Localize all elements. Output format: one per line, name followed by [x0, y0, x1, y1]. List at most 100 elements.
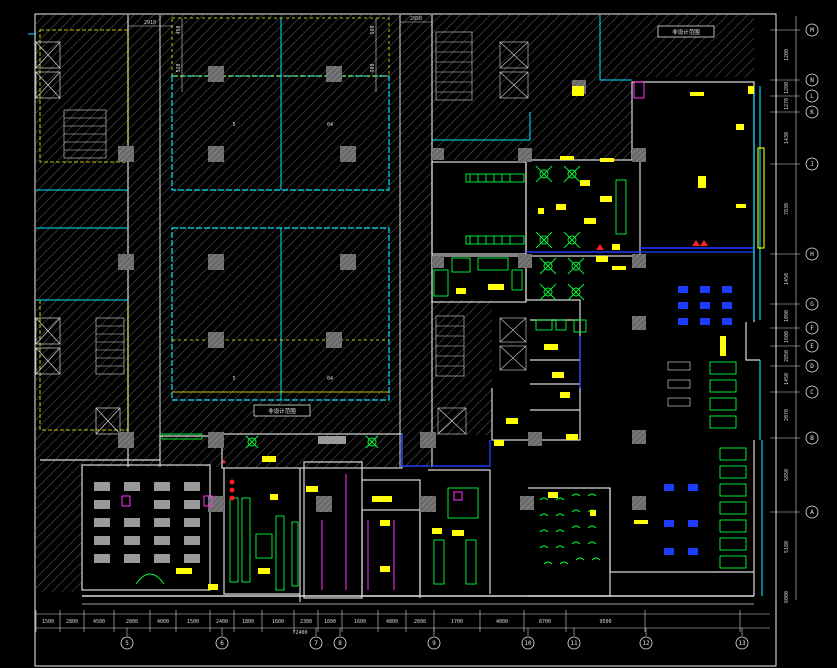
bottom-dim-12: 1600 — [354, 619, 366, 625]
bottom-dim-14: 2600 — [414, 619, 426, 625]
right-dim-6: 1450 — [784, 273, 790, 285]
total-length-dim: 72400 — [292, 630, 307, 636]
room-no-2: 04 — [327, 122, 333, 128]
structure-columns — [118, 66, 646, 512]
axis-bubble-8: 8 — [333, 636, 347, 650]
desk-blocks — [94, 436, 346, 563]
label-top-right: 非设计范围 — [657, 25, 715, 38]
axis-bubble-label-G: G — [810, 301, 814, 308]
axis-bubble-label-A: A — [810, 509, 814, 516]
axis-bubble-label-J: J — [810, 161, 814, 168]
label-center: 非设计范围 — [253, 404, 311, 417]
axis-bubble-label-C: C — [810, 389, 814, 396]
bottom-dim-7: 2400 — [216, 619, 228, 625]
axis-bubble-B: B — [805, 431, 819, 445]
axis-bubble-K: K — [805, 105, 819, 119]
axis-bubble-5: 5 — [120, 636, 134, 650]
bottom-axis: 1500 2800 4500 2800 4000 1500 2400 1800 1600 2300… — [35, 610, 770, 650]
axis-bubble-13: 13 — [735, 636, 749, 650]
markers-red — [222, 240, 708, 501]
axis-bubble-label-13: 13 — [738, 640, 746, 647]
axis-bubble-label-N: N — [810, 77, 814, 84]
bottom-dim-1: 1500 — [42, 619, 54, 625]
right-dim-8: 1600 — [784, 331, 790, 343]
furniture-green — [135, 165, 747, 591]
bottom-dim-16: 4000 — [496, 619, 508, 625]
axis-bubble-label-11: 11 — [570, 640, 578, 647]
right-dim-4: 1430 — [784, 132, 790, 144]
bottom-dim-4: 2800 — [126, 619, 138, 625]
inner-dim-2: 520 — [176, 63, 182, 72]
right-dim-10: 1450 — [784, 373, 790, 385]
axis-bubble-E: E — [805, 339, 819, 353]
fixtures-magenta — [121, 81, 645, 590]
bottom-dim-15: 1700 — [451, 619, 463, 625]
axis-bubble-label-9: 9 — [432, 640, 436, 647]
blue-partitions — [401, 247, 754, 467]
axis-bubble-label-L: L — [810, 93, 814, 100]
bottom-dim-10: 2300 — [300, 619, 312, 625]
top-dim-2: 2850 — [410, 16, 422, 22]
right-axis: 1200129012701430783014501090160028501450… — [770, 16, 819, 603]
equipment-blue — [664, 286, 732, 555]
bottom-dim-9: 1600 — [272, 619, 284, 625]
bottom-dim-2: 2800 — [66, 619, 78, 625]
axis-bubble-H: H — [805, 247, 819, 261]
axis-bubble-10: 10 — [521, 636, 535, 650]
design-area-walls — [40, 81, 760, 605]
axis-bubble-L: L — [805, 89, 819, 103]
right-dim-1: 1200 — [784, 49, 790, 61]
axis-bubble-9: 9 — [427, 636, 441, 650]
bottom-dim-17: 8700 — [539, 619, 551, 625]
axis-bubble-label-B: B — [810, 435, 814, 442]
axis-bubble-12: 12 — [639, 636, 653, 650]
hatched-zones — [36, 15, 754, 592]
bottom-dim-11: 1600 — [324, 619, 336, 625]
axis-bubble-F: F — [805, 321, 819, 335]
room-tags-yellow — [176, 86, 754, 590]
axis-bubble-label-7: 7 — [314, 640, 318, 647]
axis-bubble-N: N — [805, 73, 819, 87]
inner-dim-4: 900 — [370, 63, 376, 72]
bottom-dim-3: 4500 — [93, 619, 105, 625]
axis-bubble-label-K: K — [810, 109, 814, 116]
axis-bubble-J: J — [805, 157, 819, 171]
label-non-design-center: 非设计范围 — [268, 407, 296, 415]
axis-bubble-11: 11 — [567, 636, 581, 650]
glass-walls — [753, 86, 765, 596]
right-dim-11: 2070 — [784, 409, 790, 421]
inner-dim-1: 450 — [176, 25, 182, 34]
right-dim-9: 2850 — [784, 350, 790, 362]
axis-bubble-D: D — [805, 359, 819, 373]
room-no-4: 04 — [327, 376, 333, 382]
room-no-3: 5 — [232, 376, 235, 382]
bottom-dim-13: 4800 — [386, 619, 398, 625]
bottom-dim-18: 9500 — [599, 619, 611, 625]
axis-bubble-label-5: 5 — [125, 640, 129, 647]
inner-dim-3: 580 — [370, 25, 376, 34]
bottom-dim-8: 1800 — [242, 619, 254, 625]
axis-bubble-label-10: 10 — [524, 640, 532, 647]
bottom-dim-6: 1500 — [187, 619, 199, 625]
right-dim-5: 7830 — [784, 203, 790, 215]
axis-bubble-label-6: 6 — [220, 640, 224, 647]
right-dim-3: 1270 — [784, 98, 790, 110]
axis-bubble-label-F: F — [810, 325, 814, 332]
right-dim-7: 1090 — [784, 310, 790, 322]
axis-bubble-label-E: E — [810, 343, 814, 350]
axis-bubble-label-8: 8 — [338, 640, 342, 647]
axis-bubble-G: G — [805, 297, 819, 311]
axis-bubble-label-M: M — [810, 27, 814, 34]
right-dim-14: 6000 — [784, 591, 790, 603]
room-no-1: 5 — [232, 122, 235, 128]
axis-bubble-label-12: 12 — [642, 640, 650, 647]
top-dim-1: 2910 — [144, 20, 156, 26]
label-non-design-top: 非设计范围 — [672, 28, 700, 36]
axis-bubble-label-D: D — [810, 363, 814, 370]
axis-bubble-6: 6 — [215, 636, 229, 650]
bottom-dim-5: 4000 — [157, 619, 169, 625]
top-dimensions — [128, 18, 432, 92]
equipment-grey — [667, 361, 691, 407]
right-dim-12: 5850 — [784, 469, 790, 481]
